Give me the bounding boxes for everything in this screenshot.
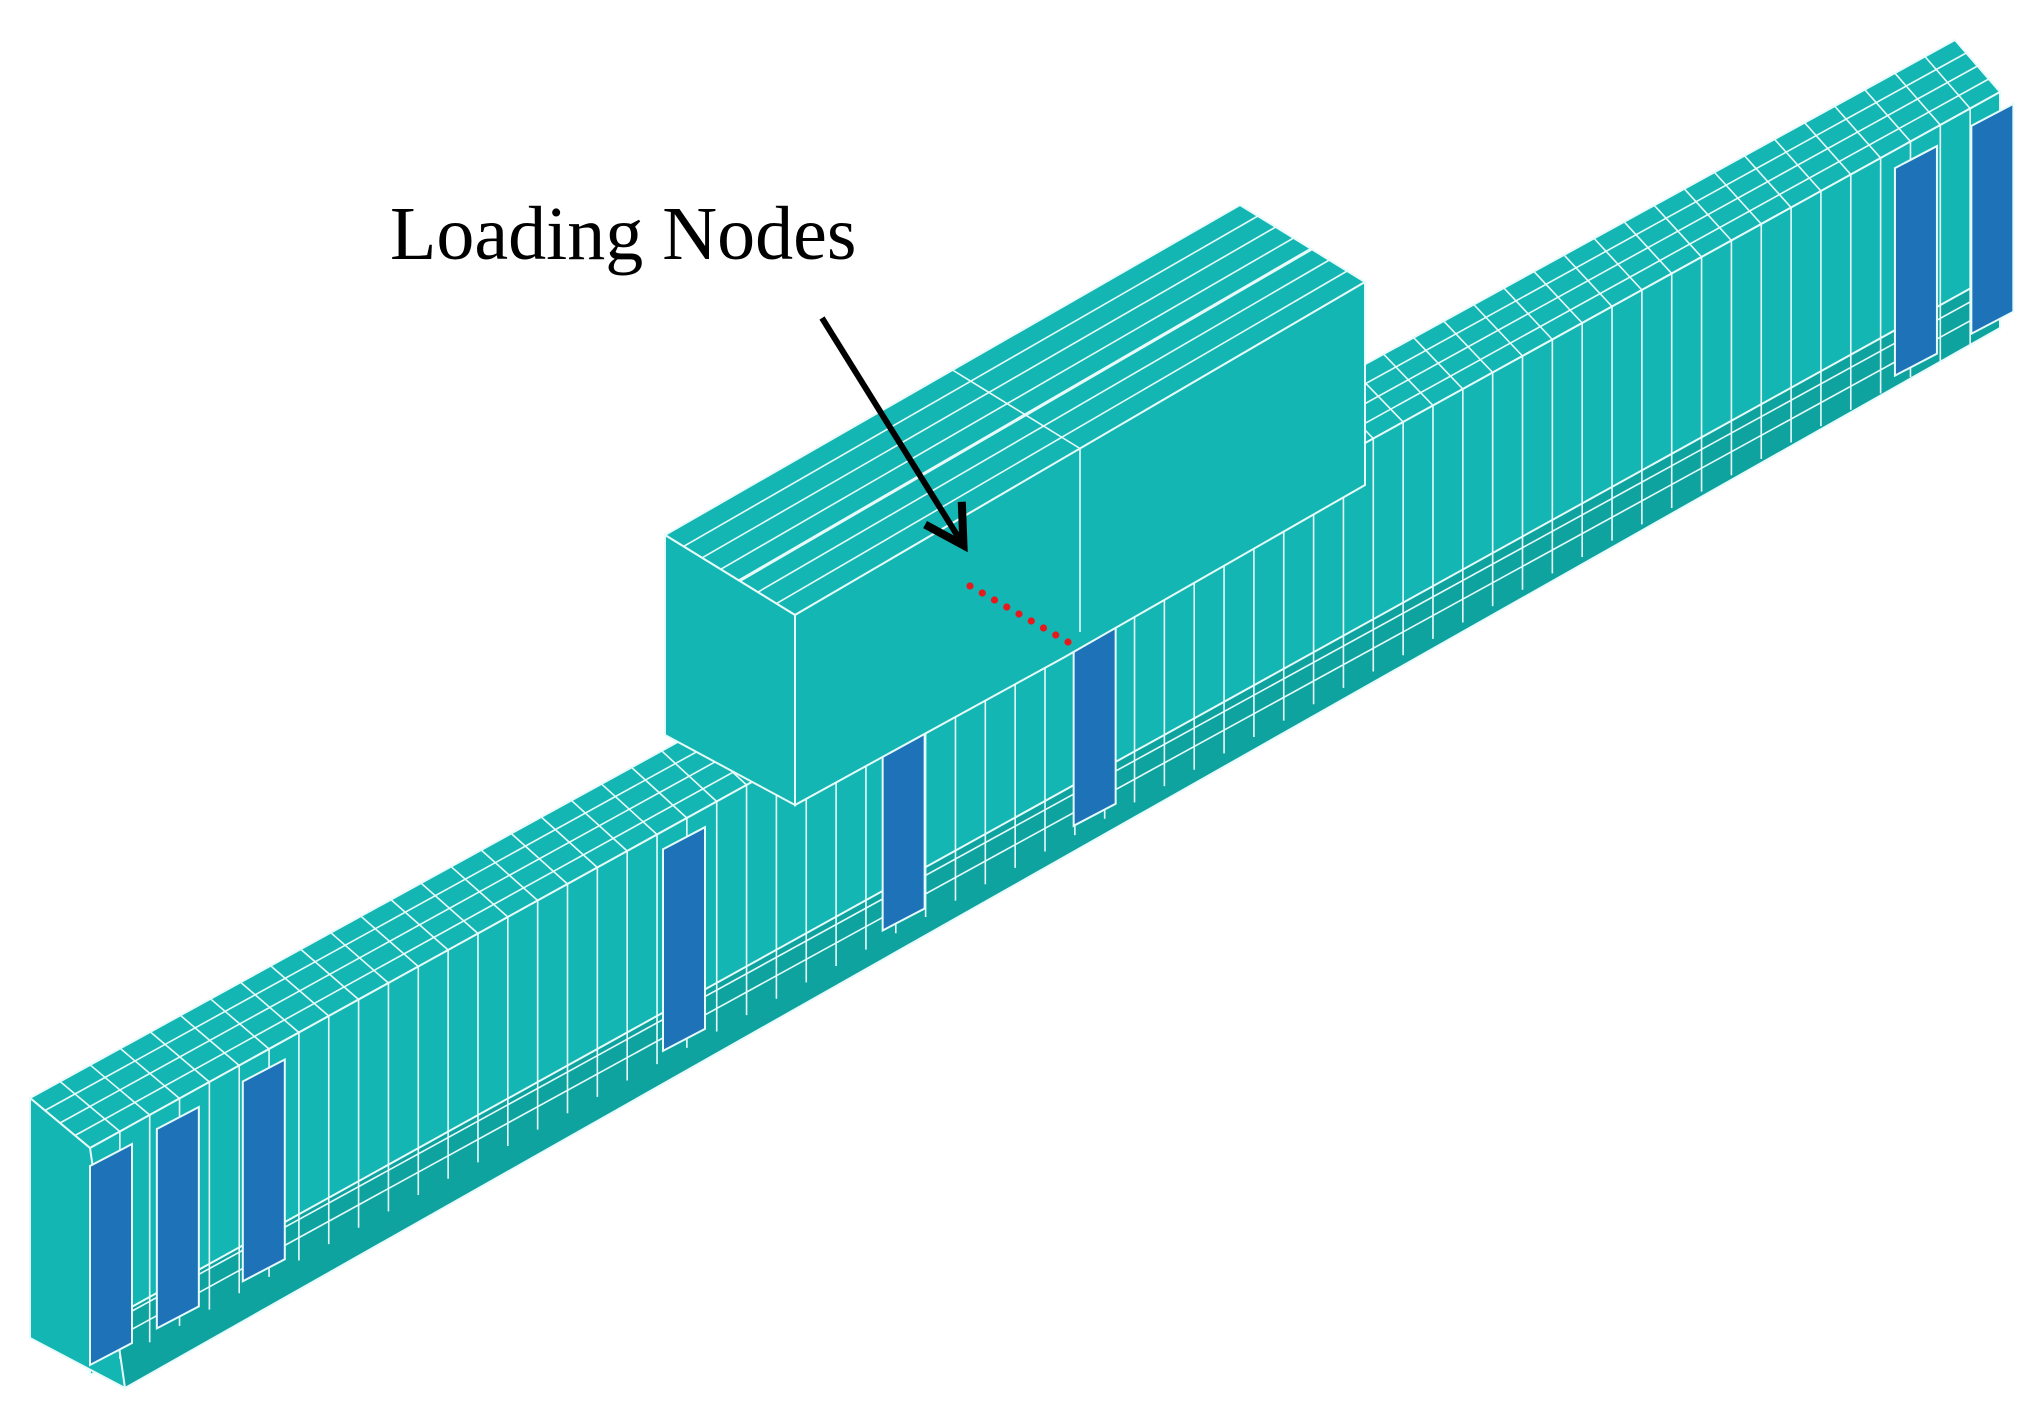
loading-node-dot bbox=[978, 589, 986, 597]
loading-node-dot bbox=[1064, 638, 1072, 646]
annotation-label-loading-nodes: Loading Nodes bbox=[390, 192, 857, 276]
loading-node-dot bbox=[1052, 631, 1060, 639]
stiffener-plate bbox=[241, 1057, 286, 1283]
stiffener-plate bbox=[1893, 144, 1938, 378]
stiffener-plate bbox=[1970, 102, 2015, 336]
girder-bottom-mesh-line bbox=[89, 284, 2001, 1335]
stiffener-plate bbox=[155, 1105, 200, 1331]
loading-node-dot bbox=[990, 596, 999, 604]
loading-nodes-marker bbox=[966, 582, 1072, 646]
box-girder bbox=[28, 38, 2002, 1390]
stiffener-plate bbox=[89, 1142, 133, 1367]
loading-block-mesh-lines bbox=[683, 215, 1348, 632]
block-top-mid-line bbox=[952, 369, 1081, 450]
loading-node-dot bbox=[1027, 617, 1035, 625]
loading-node-dot bbox=[1015, 610, 1023, 618]
loading-block bbox=[663, 203, 1367, 807]
loading-node-dot bbox=[1003, 603, 1011, 611]
loading-node-dot bbox=[1039, 624, 1048, 632]
annotation-arrow bbox=[819, 316, 968, 553]
girder-bottom-mesh-line bbox=[89, 303, 2001, 1354]
stiffener-plate bbox=[662, 825, 706, 1053]
loading-node-dot bbox=[966, 582, 974, 590]
web-stiffeners bbox=[89, 102, 2015, 1367]
